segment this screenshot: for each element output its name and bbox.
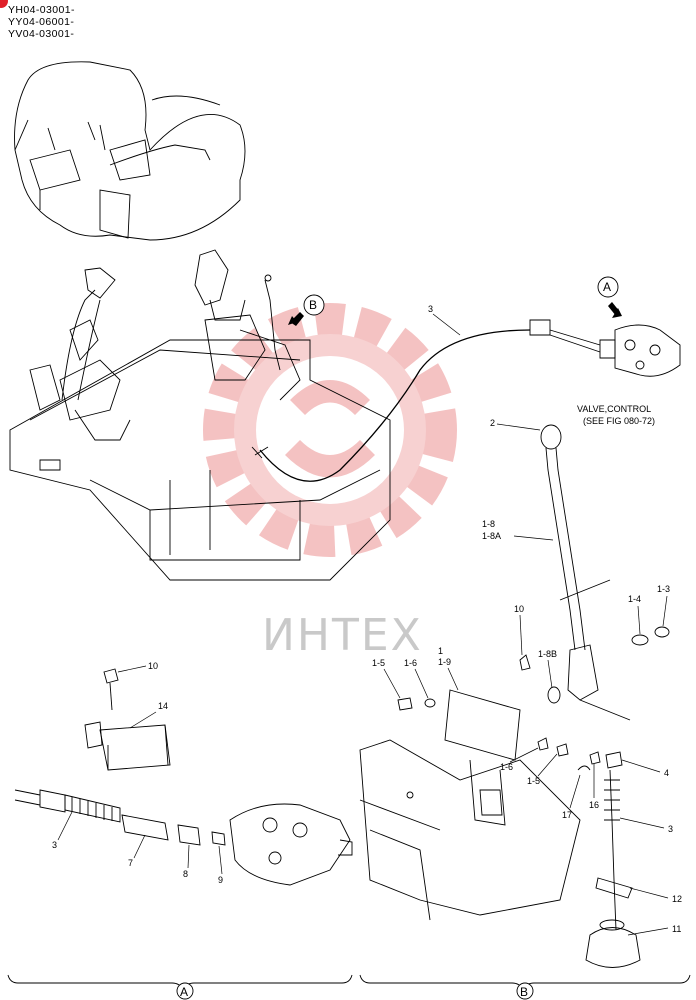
callout-7: 7	[128, 858, 133, 868]
cabin-overview-sketch	[14, 61, 246, 241]
lever-assembly-b	[359, 424, 670, 968]
section-bracket-b	[359, 974, 691, 1000]
serial-line-1: YH04-03001-	[8, 4, 75, 16]
view-arrow-b: B	[288, 294, 325, 326]
valve-note-line-1: VALVE,CONTROL	[577, 404, 651, 414]
callout-1-8a: 1-8A	[482, 531, 501, 541]
callout-4: 4	[664, 768, 669, 778]
callout-1-6-low: 1-6	[500, 762, 513, 772]
serial-line-2: YY04-06001-	[8, 16, 75, 28]
page-corner-tab	[0, 0, 8, 8]
callout-14: 14	[158, 701, 168, 711]
valve-note-line-2: (SEE FIG 080-72)	[583, 416, 655, 426]
view-marker-a: A	[603, 280, 611, 294]
section-label-a: A	[180, 985, 188, 999]
callout-1-4: 1-4	[628, 594, 641, 604]
watermark-gear	[203, 303, 457, 557]
detail-a-exploded	[14, 668, 353, 886]
callout-1-9: 1-9	[438, 657, 451, 667]
view-arrow-a: A	[597, 276, 622, 318]
callout-1-6-top: 1-6	[404, 658, 417, 668]
callout-1-8b: 1-8B	[538, 649, 557, 659]
callout-1-5-low: 1-5	[527, 776, 540, 786]
callout-8: 8	[183, 869, 188, 879]
callout-10-a: 10	[148, 661, 158, 671]
callout-12: 12	[672, 894, 682, 904]
section-label-b: B	[520, 985, 528, 999]
watermark-text: ИНТЕХ	[262, 610, 423, 661]
callout-10-b: 10	[514, 604, 524, 614]
callout-1-5-top: 1-5	[372, 658, 385, 668]
control-valve-assembly	[529, 319, 681, 377]
callout-1-3: 1-3	[657, 584, 670, 594]
callout-3-b: 3	[668, 824, 673, 834]
callout-1-8: 1-8	[482, 519, 495, 529]
control-console-drawing	[9, 249, 531, 581]
callout-3-a: 3	[52, 840, 57, 850]
section-bracket-a	[7, 974, 353, 1000]
callout-2: 2	[490, 418, 495, 428]
callout-3-main: 3	[428, 304, 433, 314]
serial-line-3: YV04-03001-	[8, 28, 75, 40]
callout-9: 9	[218, 875, 223, 885]
callout-11: 11	[672, 924, 681, 934]
callout-17: 17	[562, 810, 572, 820]
callout-16: 16	[589, 800, 599, 810]
view-marker-b: B	[309, 298, 317, 312]
callout-1-b: 1	[438, 646, 443, 656]
